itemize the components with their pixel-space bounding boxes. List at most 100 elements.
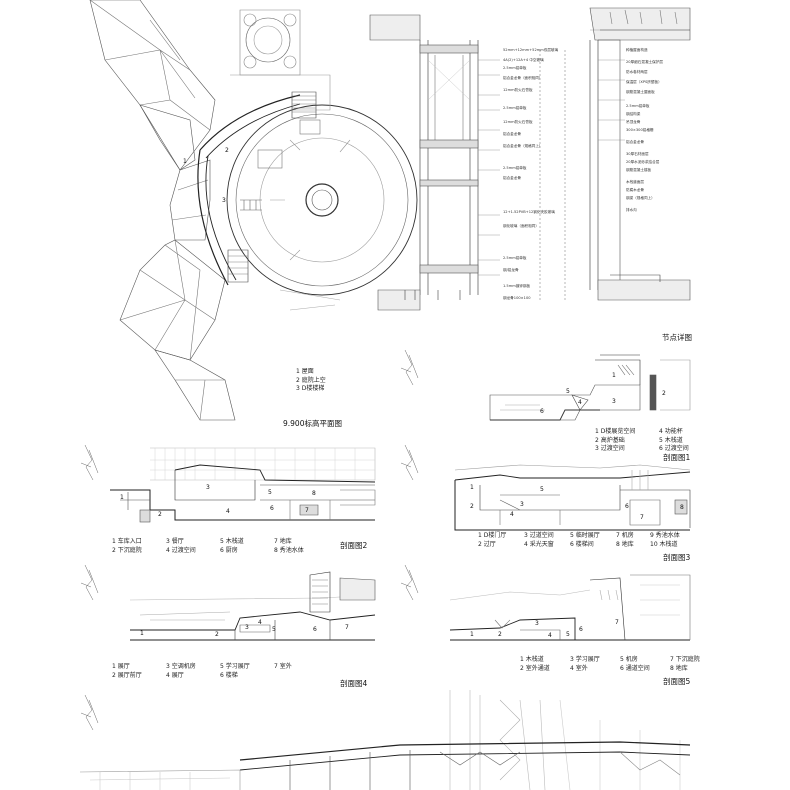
- section-5-mark-3: 3: [535, 620, 539, 627]
- section-3-mark-7: 7: [640, 514, 644, 521]
- section-1-mark-3: 3: [612, 398, 616, 405]
- note: 300×300铝格栅: [626, 128, 654, 132]
- legend-item: 3 过渡空间: [595, 445, 625, 452]
- legend-item: 6 厨房: [220, 546, 238, 554]
- legend-item: 1 D楼门厅: [478, 532, 507, 539]
- note: 铝合金龙骨: [626, 140, 644, 144]
- section-1-mark-2: 2: [662, 390, 666, 397]
- legend-item: 6 楼梯: [220, 671, 238, 679]
- legend-item: 3 过道空间: [524, 532, 554, 539]
- section-5-mark-7: 7: [615, 619, 619, 626]
- section-5-mark-4: 4: [548, 632, 552, 639]
- note: 2.5mm铝单板: [626, 104, 650, 108]
- note: 铝合金龙骨: [503, 132, 521, 136]
- legend-item: 4 室外: [570, 664, 588, 672]
- north-arrow: [80, 349, 419, 731]
- section-5-mark-1: 1: [470, 631, 474, 638]
- plan-drawing: [89, 0, 418, 421]
- section-5-mark-5: 5: [566, 631, 570, 638]
- plan-legend-item: 3 D楼楼梯: [296, 385, 325, 392]
- section-2-mark-8: 8: [312, 490, 316, 497]
- detail-drawing: [369, 7, 691, 311]
- note: 2.5mm铝单板: [503, 106, 527, 110]
- legend-item: 6 过渡空间: [659, 445, 689, 452]
- section-4-drawing: [129, 571, 376, 641]
- section-2-mark-3: 3: [206, 484, 210, 491]
- section-4-title: 剖面图4: [340, 679, 368, 688]
- section-2-title: 剖面图2: [340, 541, 368, 550]
- plan-legend: 1 屋面 2 庭院上空 3 D楼楼梯: [296, 368, 326, 394]
- section-1-mark-6: 6: [540, 408, 544, 415]
- section-2-mark-2: 2: [158, 511, 162, 518]
- legend-item: 2 高炉基础: [595, 436, 625, 444]
- plan-legend-item: 2 庭院上空: [296, 376, 326, 384]
- note: 排水沟: [626, 208, 637, 212]
- section-3-mark-1: 1: [470, 484, 474, 491]
- note: 种植屋面构造: [626, 48, 648, 52]
- note: 20厚水泥砂浆结合层: [626, 160, 660, 164]
- section-5-mark-6: 6: [579, 626, 583, 633]
- note: 12mm防火石膏板: [503, 120, 533, 124]
- note: 2.5mm铝单板: [503, 256, 527, 260]
- plan-legend-item: 1 屋面: [296, 368, 314, 375]
- legend-item: 8 地库: [670, 664, 688, 672]
- section-2-mark-6: 6: [270, 505, 274, 512]
- legend-item: 8 秀池水体: [274, 546, 304, 554]
- section-1-mark-1: 1: [612, 372, 616, 379]
- note: 木栈道面层: [626, 180, 644, 184]
- legend-item: 7 室外: [274, 663, 292, 670]
- legend-item: 5 学习展厅: [220, 663, 250, 670]
- section-2-mark-5: 5: [268, 489, 272, 496]
- note: 钢化玻璃（面积相同）: [503, 224, 539, 228]
- legend-item: 7 地库: [274, 538, 292, 545]
- legend-item: 4 展厅: [166, 671, 184, 679]
- section-4-mark-4: 4: [258, 619, 262, 626]
- section-2-mark-4: 4: [226, 508, 230, 515]
- note: 防腐木龙骨: [626, 188, 644, 192]
- note: 铝合金龙骨（面积相同）: [503, 76, 543, 80]
- legend-item: 2 下沉庭院: [112, 546, 142, 554]
- note: 铝合金龙骨（规格同上）: [503, 144, 543, 148]
- note: 钢筋混凝土屋面板: [626, 90, 655, 94]
- section-2-mark-7: 7: [305, 507, 309, 514]
- legend-item: 9 秀池水体: [650, 532, 680, 539]
- section-4-mark-5: 5: [272, 626, 276, 633]
- note: 52mm+12mm+52mm双层玻璃: [503, 48, 559, 52]
- note: 钢结构梁: [626, 112, 641, 116]
- section-3-mark-6: 6: [625, 503, 629, 510]
- note: 钢梁（规格同上）: [626, 196, 655, 200]
- section-1-mark-4: 4: [578, 399, 582, 406]
- plan-mark-1: 1: [183, 158, 187, 165]
- legend-item: 4 采光天窗: [524, 540, 554, 548]
- legend-item: 2 室外通道: [520, 664, 550, 672]
- section-5-mark-2: 2: [498, 631, 502, 638]
- legend-item: 4 过渡空间: [166, 546, 196, 554]
- note: 防水卷材两层: [626, 70, 648, 74]
- legend-item: 10 木栈道: [650, 540, 678, 548]
- legend-item: 1 展厅: [112, 663, 130, 670]
- legend-item: 5 临时展厅: [570, 532, 600, 539]
- note: 钢筋混凝土楼板: [626, 168, 652, 172]
- plan-title: 9.900标高平面图: [283, 419, 342, 428]
- plan-mark-3: 3: [222, 197, 226, 204]
- section-1-title: 剖面图1: [663, 453, 691, 462]
- note: 4A(2)+12A+4 中空玻璃: [503, 58, 544, 62]
- section-3-mark-4: 4: [510, 511, 514, 518]
- section-3-mark-8: 8: [680, 504, 684, 511]
- note: 铝合金龙骨: [503, 176, 521, 180]
- section-3-mark-2: 2: [470, 503, 474, 510]
- section-3-mark-5: 5: [540, 486, 544, 493]
- legend-item: 7 机房: [616, 532, 634, 539]
- legend-item: 3 空调机房: [166, 663, 196, 670]
- legend-item: 6 通道空间: [620, 664, 650, 672]
- section-4-mark-1: 1: [140, 630, 144, 637]
- section-1-drawing: [489, 354, 691, 421]
- note: 20厚细石混凝土保护层: [626, 60, 663, 64]
- detail-title: 节点详图: [662, 333, 692, 342]
- note: 保温层（XPS挤塑板）: [626, 80, 662, 84]
